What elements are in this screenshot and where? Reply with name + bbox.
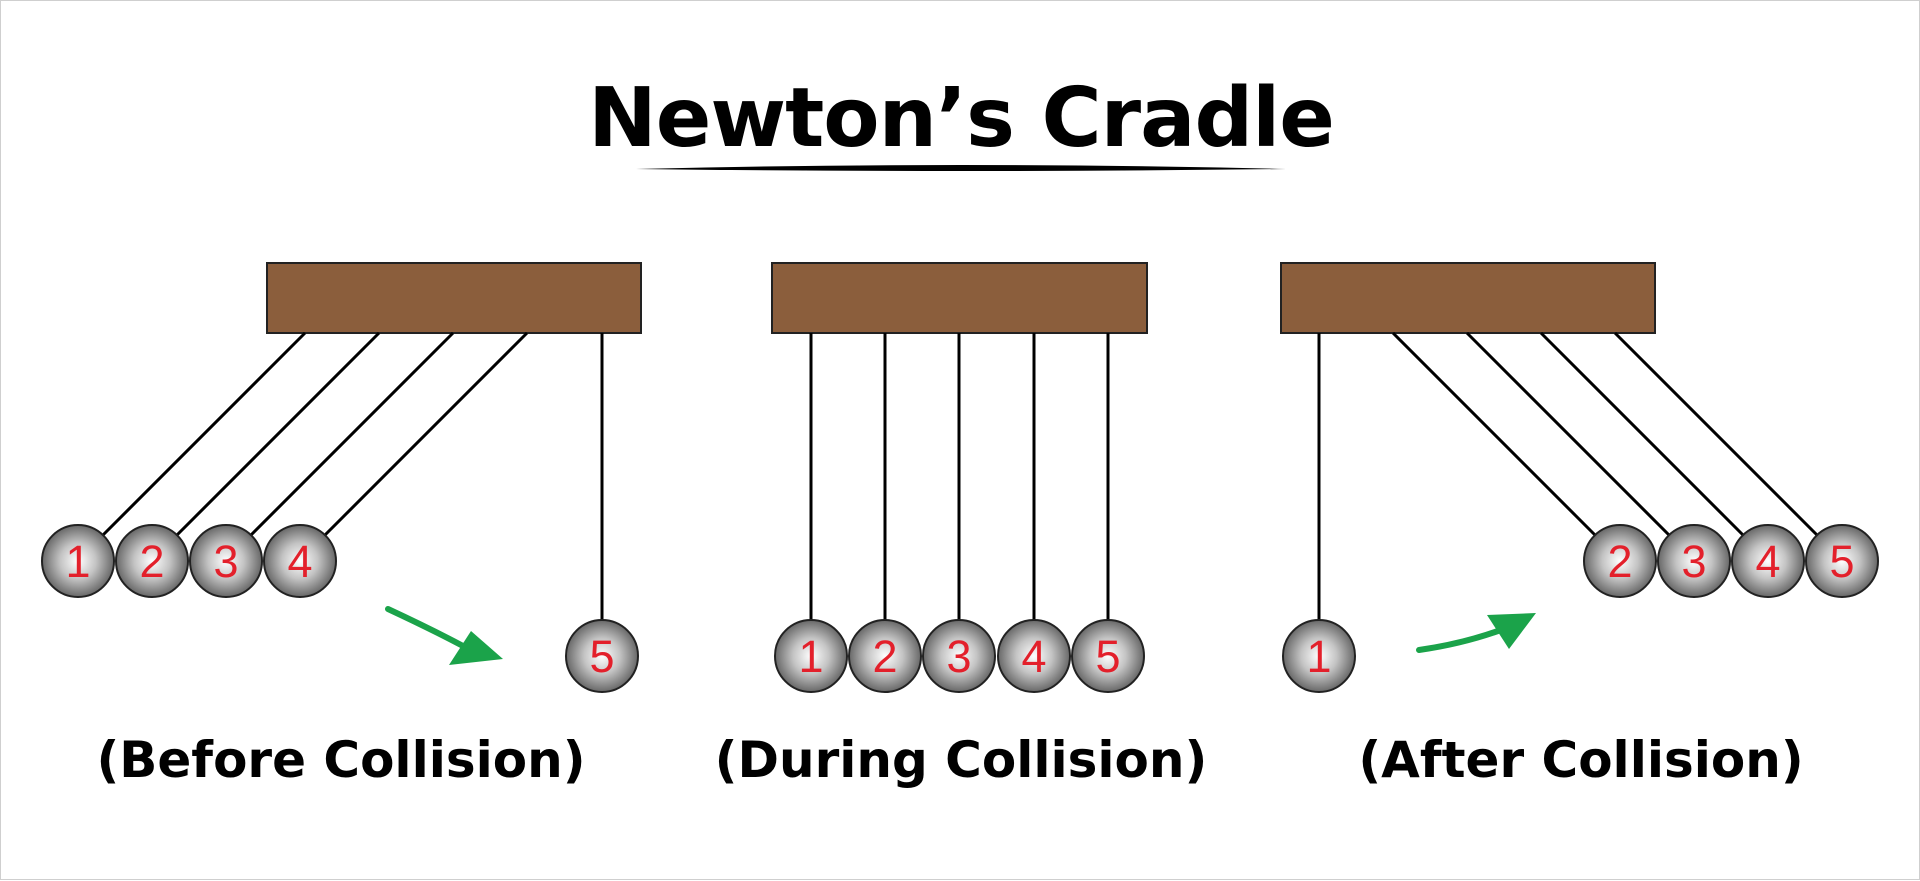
ball-label: 4	[287, 536, 312, 587]
ball-label: 4	[1021, 631, 1046, 682]
ball-5: 5	[565, 619, 639, 693]
ball-label: 5	[1095, 631, 1120, 682]
motion-arrow-icon	[385, 606, 503, 665]
string	[245, 331, 455, 541]
page-title: Newton’s Cradle	[588, 71, 1335, 166]
caption-after-collision: (After Collision)	[1358, 731, 1804, 789]
ball-4: 4	[263, 524, 337, 598]
ball-label: 1	[65, 536, 90, 587]
ball-1: 1	[774, 619, 848, 693]
motion-arrow-icon	[1416, 613, 1536, 653]
ball-4: 4	[997, 619, 1071, 693]
ball-2: 2	[1583, 524, 1657, 598]
string	[1613, 331, 1823, 541]
ball-2: 2	[848, 619, 922, 693]
ball-5: 5	[1805, 524, 1879, 598]
cradle-frame	[266, 262, 642, 334]
ball-5: 5	[1071, 619, 1145, 693]
ball-label: 2	[1607, 536, 1632, 587]
ball-label: 2	[872, 631, 897, 682]
ball-label: 4	[1755, 536, 1780, 587]
panel-during-collision: 1 2 3 4 5	[771, 262, 1148, 693]
ball-label: 3	[946, 631, 971, 682]
panel-before-collision: 1 2 3 4 5	[41, 262, 642, 693]
string	[1465, 331, 1675, 541]
string	[97, 331, 307, 541]
string	[171, 331, 381, 541]
ball-2: 2	[115, 524, 189, 598]
ball-1: 1	[1282, 619, 1356, 693]
caption-during-collision: (During Collision)	[714, 731, 1208, 789]
ball-label: 5	[589, 631, 614, 682]
ball-3: 3	[922, 619, 996, 693]
title-underline	[636, 165, 1286, 171]
caption-before-collision: (Before Collision)	[96, 731, 586, 789]
string	[1539, 331, 1749, 541]
string	[1391, 331, 1601, 541]
ball-label: 1	[798, 631, 823, 682]
ball-4: 4	[1731, 524, 1805, 598]
cradle-frame	[1280, 262, 1656, 334]
panel-after-collision: 1 2 3 4 5	[1280, 262, 1879, 693]
ball-label: 5	[1829, 536, 1854, 587]
ball-3: 3	[189, 524, 263, 598]
ball-label: 2	[139, 536, 164, 587]
string	[319, 331, 529, 541]
ball-3: 3	[1657, 524, 1731, 598]
ball-1: 1	[41, 524, 115, 598]
ball-label: 3	[1681, 536, 1706, 587]
cradle-frame	[771, 262, 1148, 334]
ball-label: 3	[213, 536, 238, 587]
ball-label: 1	[1306, 631, 1331, 682]
